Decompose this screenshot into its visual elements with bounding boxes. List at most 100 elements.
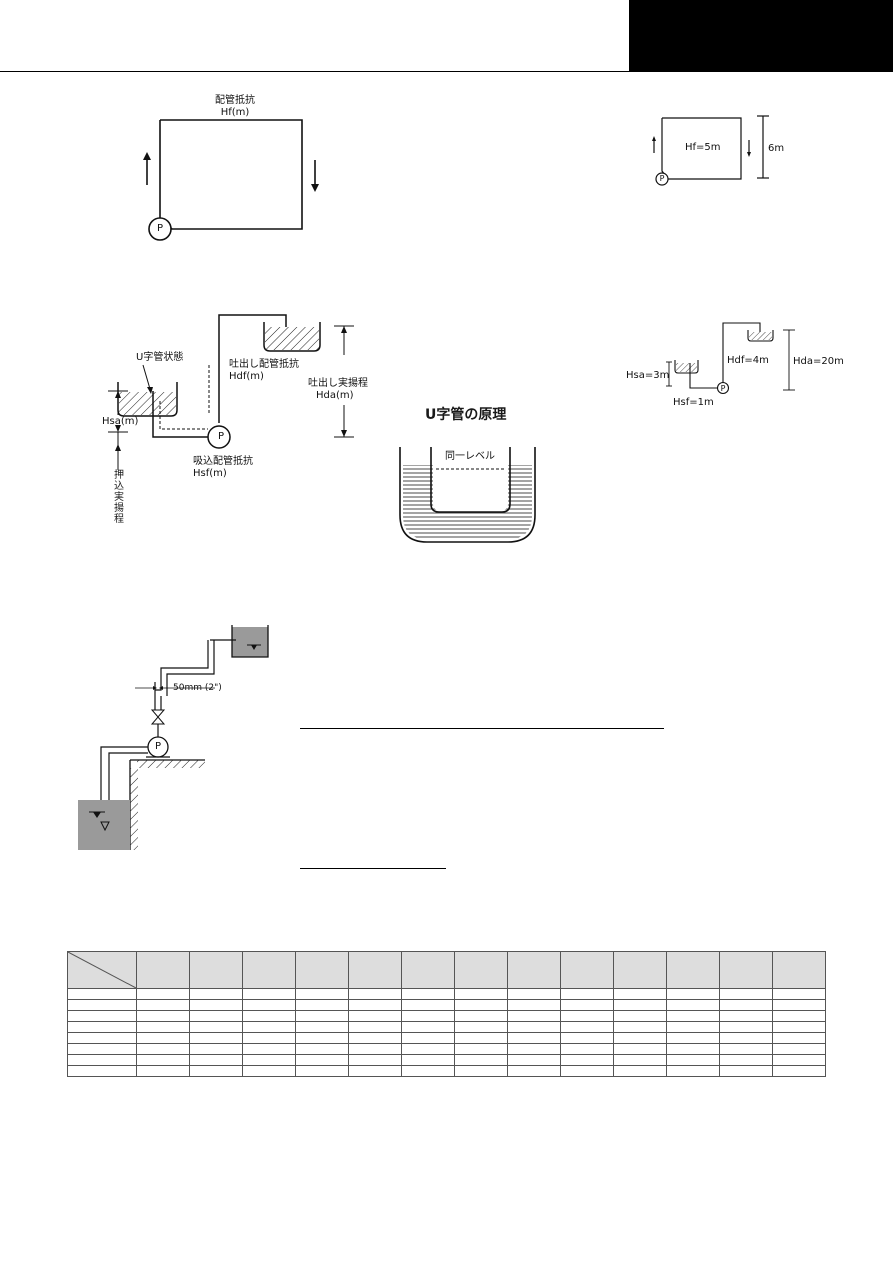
table-cell <box>613 1021 667 1033</box>
table-cell <box>772 999 826 1011</box>
same-level-label: 同一レベル <box>445 451 495 462</box>
table-cell <box>295 1032 349 1044</box>
table-cell <box>666 1054 720 1066</box>
table-cell <box>348 1021 402 1033</box>
example2-hda: Hda=20m <box>793 356 844 367</box>
table-cell <box>454 1010 508 1022</box>
table-cell <box>454 988 508 1000</box>
table-cell <box>719 1032 773 1044</box>
table-cell <box>295 988 349 1000</box>
table-cell <box>136 1032 190 1044</box>
table-cell <box>348 988 402 1000</box>
table-cell <box>719 1021 773 1033</box>
table-header-cell <box>507 951 561 989</box>
table-cell <box>401 988 455 1000</box>
table-cell <box>348 1054 402 1066</box>
suction-resistance-label: 吸込配管抵抗 <box>193 456 253 467</box>
table-cell <box>401 1032 455 1044</box>
table-cell <box>242 1010 296 1022</box>
table-cell <box>507 1032 561 1044</box>
table-cell <box>401 999 455 1011</box>
table-cell <box>67 1054 137 1066</box>
table-cell <box>613 988 667 1000</box>
head-system-diagram <box>108 314 354 470</box>
table-cell <box>613 999 667 1011</box>
table-cell <box>67 1021 137 1033</box>
fig3-pump-label: P <box>154 741 162 752</box>
table-cell <box>136 999 190 1011</box>
table-cell <box>560 999 614 1011</box>
table-cell <box>772 1021 826 1033</box>
table-cell <box>67 999 137 1011</box>
table-cell <box>401 1010 455 1022</box>
table-row <box>67 1065 826 1077</box>
hda-label: Hda(m) <box>316 390 354 401</box>
table-corner-cell <box>67 951 137 989</box>
table-cell <box>242 988 296 1000</box>
table-cell <box>772 1054 826 1066</box>
table-cell <box>772 988 826 1000</box>
pipe-loop-diagram <box>143 119 319 241</box>
table-header-cell <box>719 951 773 989</box>
table-cell <box>295 1043 349 1055</box>
example2-pump: P <box>720 384 726 393</box>
table-cell <box>507 1010 561 1022</box>
table-cell <box>189 1065 243 1077</box>
table-cell <box>454 1032 508 1044</box>
table-cell <box>560 988 614 1000</box>
table-cell <box>507 1021 561 1033</box>
table-cell <box>560 1021 614 1033</box>
hsf-label: Hsf(m) <box>193 468 227 479</box>
table-cell <box>560 1010 614 1022</box>
table-cell <box>560 1032 614 1044</box>
table-header-cell <box>666 951 720 989</box>
table-header-cell <box>613 951 667 989</box>
table-cell <box>189 1043 243 1055</box>
table-cell <box>242 1043 296 1055</box>
table-cell <box>666 1032 720 1044</box>
head-example-diagram <box>666 322 795 395</box>
fig2-pump-label: P <box>217 431 225 442</box>
table-cell <box>67 988 137 1000</box>
u-principle-title: U字管の原理 <box>425 407 507 423</box>
table-cell <box>242 1065 296 1077</box>
underline-rule-2 <box>300 868 446 869</box>
pipe-size-label: 50mm (2") <box>173 683 222 693</box>
table-cell <box>719 1065 773 1077</box>
table-cell <box>719 1010 773 1022</box>
pump-installation-diagram <box>78 625 269 850</box>
table-cell <box>507 1065 561 1077</box>
table-cell <box>507 988 561 1000</box>
table-cell <box>189 988 243 1000</box>
table-cell <box>401 1021 455 1033</box>
header-black-block <box>629 0 893 72</box>
underline-rule-1 <box>300 728 664 729</box>
table-cell <box>772 1043 826 1055</box>
data-table <box>67 951 826 1077</box>
table-cell <box>454 1043 508 1055</box>
table-cell <box>295 999 349 1011</box>
table-header-cell <box>189 951 243 989</box>
table-cell <box>295 1054 349 1066</box>
table-cell <box>189 999 243 1011</box>
example2-hdf: Hdf=4m <box>727 355 769 366</box>
loop-example-diagram <box>652 115 769 186</box>
table-cell <box>666 1043 720 1055</box>
table-cell <box>454 999 508 1011</box>
table-header-cell <box>401 951 455 989</box>
header-rule <box>0 71 893 72</box>
table-row <box>67 1054 826 1066</box>
table-cell <box>613 1043 667 1055</box>
table-cell <box>348 1065 402 1077</box>
hdf-label: Hdf(m) <box>229 371 264 382</box>
table-cell <box>560 1054 614 1066</box>
table-cell <box>136 1010 190 1022</box>
table-cell <box>666 1065 720 1077</box>
table-cell <box>348 1043 402 1055</box>
table-cell <box>67 1032 137 1044</box>
example1-hf: Hf=5m <box>685 142 721 153</box>
table-header-cell <box>242 951 296 989</box>
example2-hsf: Hsf=1m <box>673 397 714 408</box>
table-cell <box>666 1010 720 1022</box>
hsa-label: Hsa(m) <box>102 416 139 427</box>
